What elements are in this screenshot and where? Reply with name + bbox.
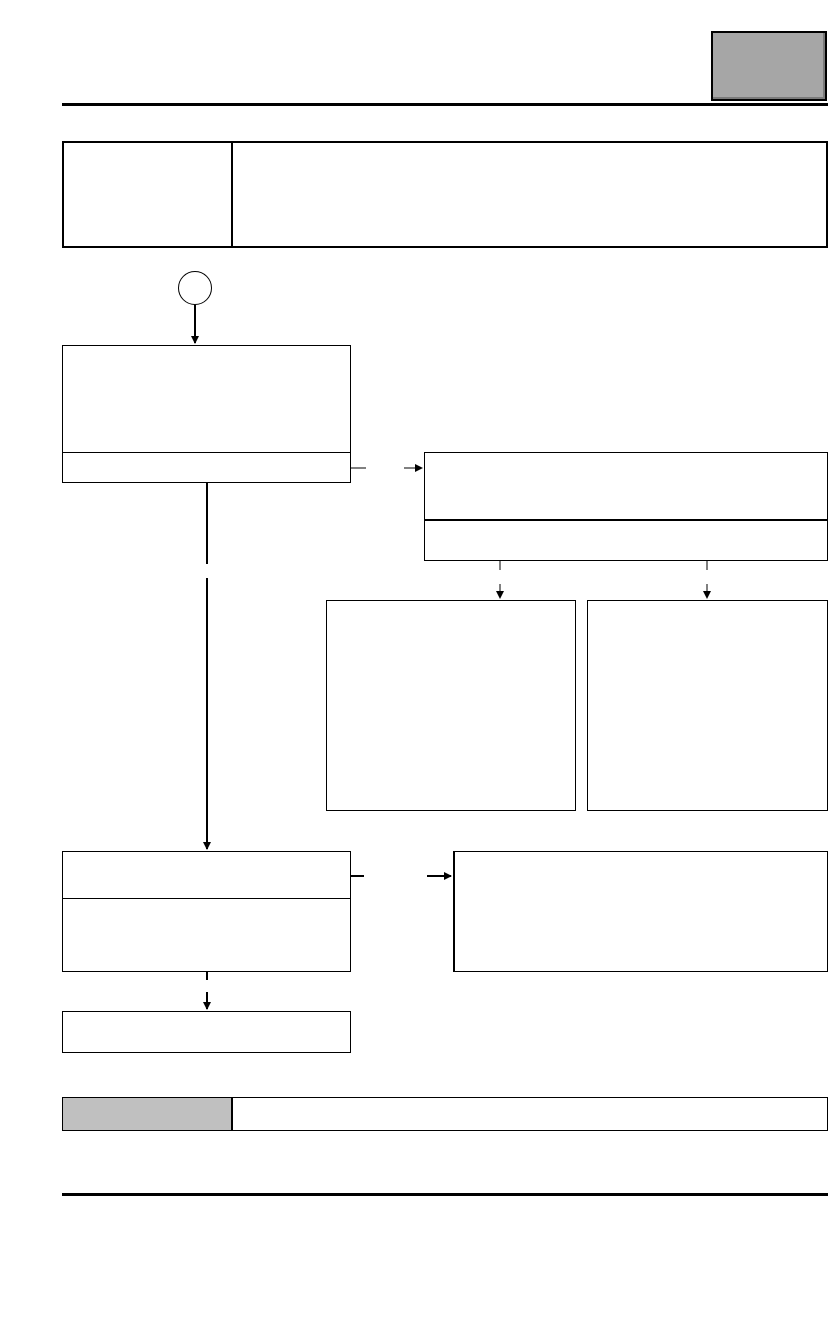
step3-alt-box <box>453 851 828 972</box>
footer-rule <box>62 1193 828 1196</box>
step3-box <box>62 851 351 972</box>
header-tab <box>711 31 827 101</box>
info-table-divider <box>231 141 233 248</box>
step1-divider <box>62 452 351 453</box>
footer-table-label <box>63 1098 231 1130</box>
step2-box <box>424 452 828 561</box>
footer-table-label-cell <box>63 1098 231 1130</box>
footer-table-text <box>234 1098 826 1130</box>
branch-right-box <box>587 600 828 811</box>
step2-divider <box>424 519 828 521</box>
branch-left-box <box>326 600 576 811</box>
end-box <box>62 1011 351 1053</box>
info-table <box>62 141 828 248</box>
step1-box <box>62 345 351 483</box>
footer-table-divider <box>231 1097 233 1131</box>
start-connector <box>178 271 212 305</box>
header-rule <box>62 103 828 106</box>
step3-divider <box>62 898 351 899</box>
